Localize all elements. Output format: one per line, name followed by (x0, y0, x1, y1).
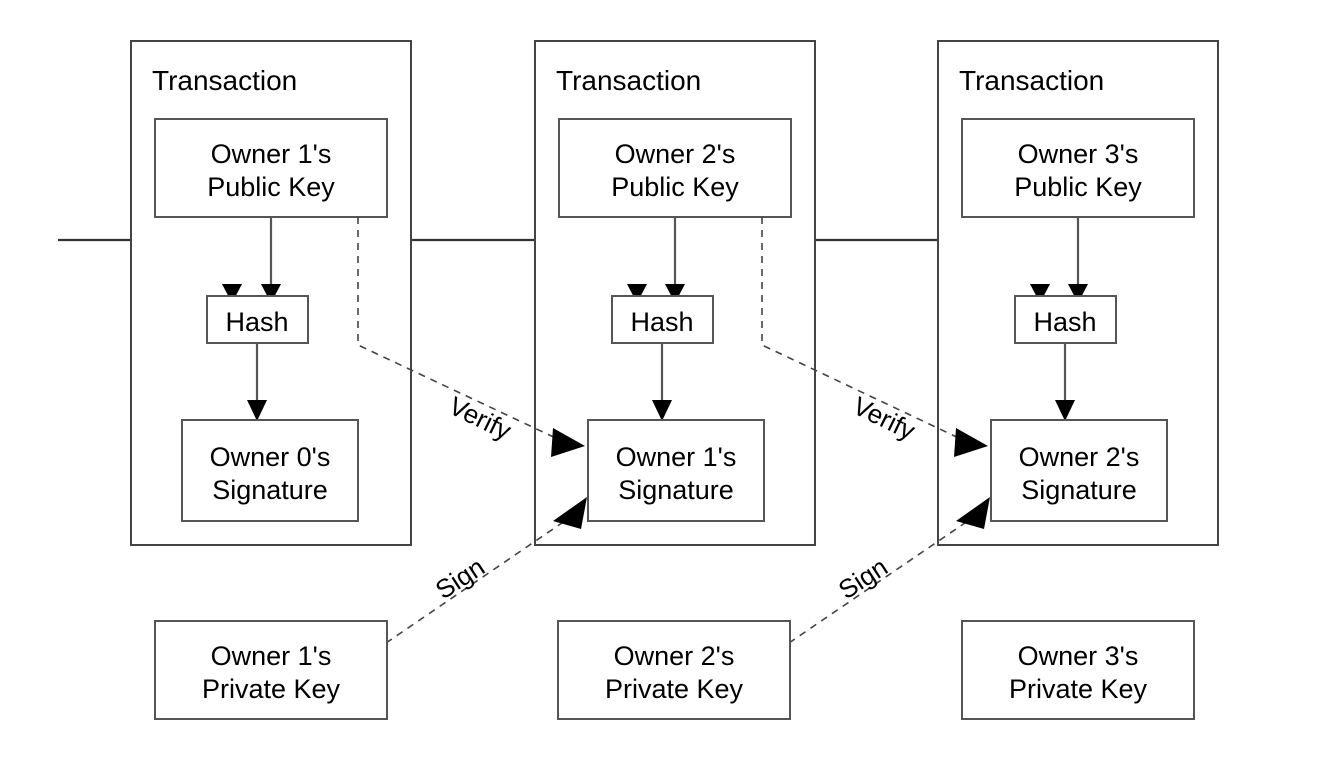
sign-label-2: Sign (833, 552, 893, 606)
public-key-box-1 (154, 118, 388, 218)
signature-box-2 (587, 419, 765, 522)
arrow-into-hash-left-1 (222, 284, 242, 303)
verify-arrow-head-1 (551, 428, 585, 457)
signature-line1-2: Owner 1's (616, 442, 737, 472)
arrow-into-hash-left-2 (627, 284, 647, 303)
public-key-line2-3: Public Key (1014, 172, 1142, 202)
signature-line2-2: Signature (618, 475, 734, 505)
private-key-line2-2: Private Key (605, 674, 744, 704)
sign-arrow-head-1 (553, 497, 587, 529)
verify-label-1: Verify (444, 390, 516, 445)
public-key-line1-1: Owner 1's (211, 139, 332, 169)
hash-label-1: Hash (225, 307, 288, 337)
signature-line1-1: Owner 0's (210, 442, 331, 472)
transaction-heading-1: Transaction (152, 65, 297, 96)
verify-label-2: Verify (848, 390, 920, 445)
private-key-line1-1: Owner 1's (211, 641, 332, 671)
arrow-into-hash-right-1 (261, 284, 281, 303)
signature-box-1 (181, 419, 359, 522)
arrow-into-signature-3 (1055, 400, 1075, 421)
hash-box-3 (1014, 295, 1117, 344)
signature-line2-1: Signature (212, 475, 328, 505)
public-key-line2-2: Public Key (611, 172, 739, 202)
sign-label-1: Sign (430, 552, 490, 606)
public-key-box-2 (558, 118, 792, 218)
private-key-line2-1: Private Key (202, 674, 341, 704)
public-key-line1-3: Owner 3's (1018, 139, 1139, 169)
hash-label-2: Hash (630, 307, 693, 337)
signature-box-3 (990, 419, 1168, 522)
private-key-line2-3: Private Key (1009, 674, 1148, 704)
private-key-line1-3: Owner 3's (1018, 641, 1139, 671)
transaction-heading-2: Transaction (556, 65, 701, 96)
hash-label-3: Hash (1033, 307, 1096, 337)
private-key-line1-2: Owner 2's (614, 641, 735, 671)
arrow-into-signature-2 (652, 400, 672, 421)
verify-dashed-line-1 (357, 217, 561, 441)
arrow-into-hash-right-2 (665, 284, 685, 303)
public-key-line2-1: Public Key (207, 172, 335, 202)
hash-box-1 (206, 295, 309, 344)
hash-box-2 (611, 295, 714, 344)
verify-arrow-head-2 (954, 428, 988, 457)
sign-arrow-head-2 (956, 497, 990, 529)
private-key-box-3 (961, 620, 1195, 720)
arrow-into-hash-right-3 (1068, 284, 1088, 303)
private-key-box-1 (154, 620, 388, 720)
public-key-line1-2: Owner 2's (615, 139, 736, 169)
arrow-into-hash-left-3 (1030, 284, 1050, 303)
transaction-heading-3: Transaction (959, 65, 1104, 96)
verify-dashed-line-2 (761, 217, 964, 441)
signature-line1-3: Owner 2's (1019, 442, 1140, 472)
private-key-box-2 (557, 620, 791, 720)
signature-line2-3: Signature (1021, 475, 1137, 505)
arrow-into-signature-1 (247, 400, 267, 421)
